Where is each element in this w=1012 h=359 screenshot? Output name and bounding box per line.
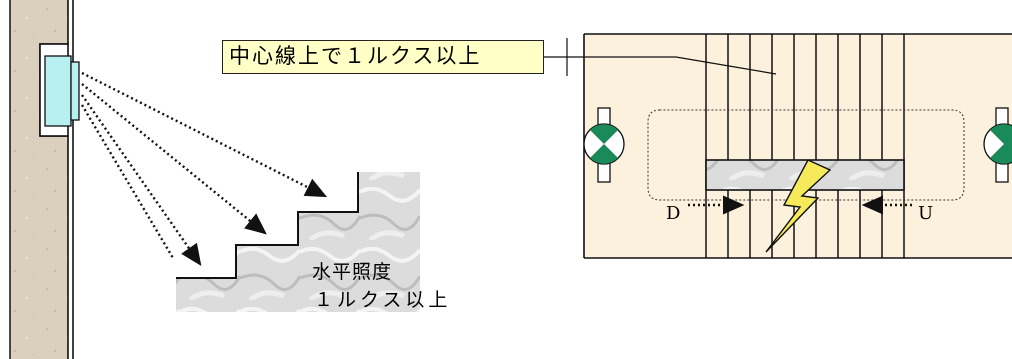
emergency-light-icon	[983, 107, 1012, 183]
wall-light-fixture	[44, 55, 80, 127]
direction-down-label: D	[666, 203, 681, 224]
illuminance-value: １ルクス以上	[314, 289, 452, 311]
callout-label: 中心線上で１ルクス以上	[222, 40, 544, 74]
lightning-bolt-icon	[765, 159, 832, 253]
floor-plan	[583, 33, 1012, 259]
illuminance-label: 水平照度	[312, 261, 393, 283]
direction-up-label: U	[918, 203, 934, 224]
stair-treads-plan	[705, 34, 905, 258]
centerline-path	[647, 109, 965, 201]
callout-leader	[544, 38, 777, 76]
emergency-light-icon	[583, 107, 625, 183]
light-rays	[80, 71, 328, 266]
stairs-section	[176, 172, 420, 312]
